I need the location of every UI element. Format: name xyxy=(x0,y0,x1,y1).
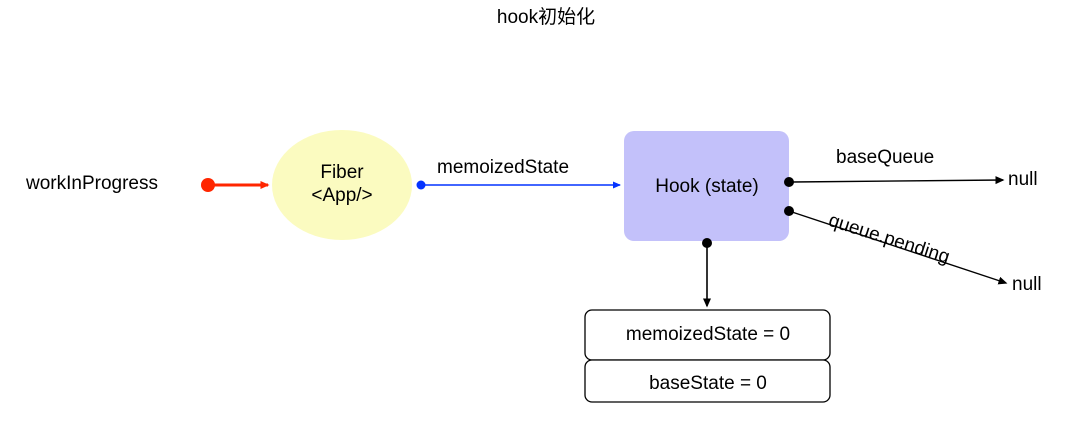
fiber-node-label-line2: <App/> xyxy=(311,184,373,206)
diagram-title: hook初始化 xyxy=(496,7,596,28)
fiber-node-label: Fiber <App/> xyxy=(272,162,412,208)
fiber-node-shape[interactable] xyxy=(272,130,412,240)
hook-queuepending-dot xyxy=(784,206,794,216)
fiber-node-label-line1: Fiber xyxy=(320,162,364,183)
state-table-row-basestate[interactable] xyxy=(584,359,831,403)
hook-basequeue-dot xyxy=(784,177,794,187)
null-node-queuepending: null xyxy=(1012,274,1042,295)
edge-hook-to-null-queuepending xyxy=(791,211,1008,285)
null-node-basequeue: null xyxy=(1008,169,1038,190)
hook-node-label: Hook (state) xyxy=(655,176,759,197)
hook-node-shape[interactable] xyxy=(624,131,789,241)
edge-label-basequeue: baseQueue xyxy=(836,147,935,168)
edge-label-memoizedstate: memoizedState xyxy=(437,157,570,178)
workinprogress-source-dot xyxy=(201,178,215,192)
state-table-row-label-memoizedstate: memoizedState = 0 xyxy=(625,324,791,345)
hook-state-table-dot xyxy=(702,238,712,248)
workinprogress-label: workInProgress xyxy=(26,173,158,194)
state-table-row-label-basestate: baseState = 0 xyxy=(649,373,767,394)
edge-hook-to-null-basequeue xyxy=(791,176,1005,185)
fiber-memoizedstate-dot xyxy=(416,180,426,190)
